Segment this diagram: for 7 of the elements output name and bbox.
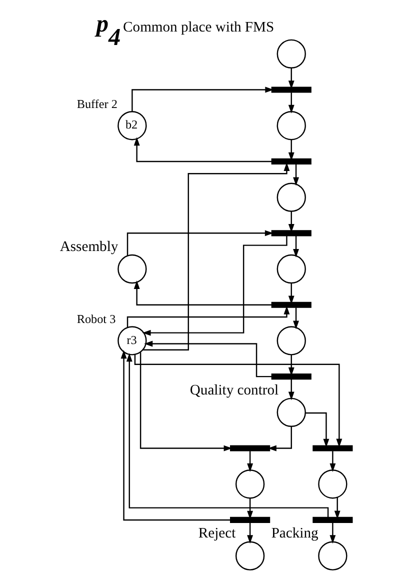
node-label: Robot 3 xyxy=(76,312,116,326)
node-label: Buffer 2 xyxy=(76,96,117,111)
node-label: Assembly xyxy=(59,238,118,255)
node-label: Reject xyxy=(198,526,236,542)
node-label: Packing xyxy=(270,526,318,542)
node-label: Quality control xyxy=(189,382,278,398)
node-label: Common place with FMS xyxy=(122,19,274,36)
